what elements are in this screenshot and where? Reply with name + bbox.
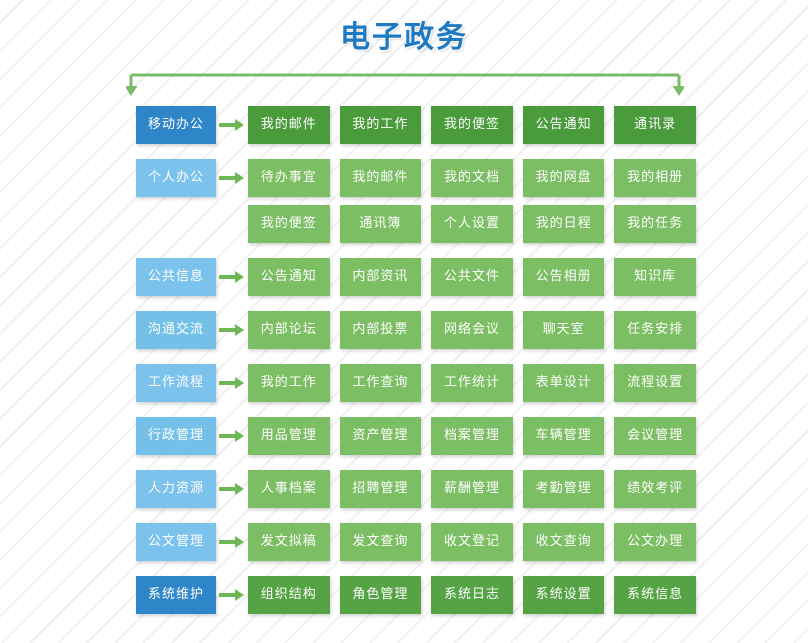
- module-diagram: 移动办公我的邮件我的工作我的便签公告通知通讯录个人办公待办事宜我的邮件我的文档我…: [136, 106, 696, 629]
- diagram-row: 公文管理发文拟稿发文查询收文登记收文查询公文办理: [136, 523, 696, 561]
- module-cell[interactable]: 内部资讯: [339, 258, 422, 296]
- module-cell[interactable]: 内部投票: [339, 311, 422, 349]
- module-group: 内部论坛内部投票网络会议聊天室任务安排: [248, 311, 696, 349]
- category-label-9[interactable]: 系统维护: [136, 576, 216, 614]
- module-cell[interactable]: 系统设置: [522, 576, 605, 614]
- module-cell[interactable]: 公告通知: [522, 106, 605, 144]
- module-cell[interactable]: 绩效考评: [614, 470, 696, 508]
- module-cell[interactable]: 角色管理: [339, 576, 422, 614]
- diagram-row: 人力资源人事档案招聘管理薪酬管理考勤管理绩效考评: [136, 470, 696, 508]
- module-group: 我的便签通讯簿个人设置我的日程我的任务: [248, 205, 696, 243]
- module-cell[interactable]: 通讯录: [614, 106, 696, 144]
- module-cell[interactable]: 我的工作: [248, 364, 330, 402]
- category-label-6[interactable]: 行政管理: [136, 417, 216, 455]
- diagram-row: 行政管理用品管理资产管理档案管理车辆管理会议管理: [136, 417, 696, 455]
- module-group: 待办事宜我的邮件我的文档我的网盘我的相册: [248, 159, 696, 197]
- module-cell[interactable]: 知识库: [614, 258, 696, 296]
- category-placeholder: [136, 205, 216, 243]
- module-cell[interactable]: 系统信息: [614, 576, 696, 614]
- module-cell[interactable]: 人事档案: [248, 470, 330, 508]
- diagram-row: 沟通交流内部论坛内部投票网络会议聊天室任务安排: [136, 311, 696, 349]
- module-cell[interactable]: 我的工作: [339, 106, 422, 144]
- module-cell[interactable]: 会议管理: [614, 417, 696, 455]
- module-cell[interactable]: 公告相册: [522, 258, 605, 296]
- arrow-right-icon: [216, 106, 248, 144]
- arrow-right-icon: [216, 311, 248, 349]
- arrow-right-icon: [216, 523, 248, 561]
- module-cell[interactable]: 用品管理: [248, 417, 330, 455]
- module-cell[interactable]: 考勤管理: [522, 470, 605, 508]
- module-cell[interactable]: 公告通知: [248, 258, 330, 296]
- module-cell[interactable]: 我的便签: [431, 106, 513, 144]
- category-label-3[interactable]: 公共信息: [136, 258, 216, 296]
- module-group: 人事档案招聘管理薪酬管理考勤管理绩效考评: [248, 470, 696, 508]
- module-cell[interactable]: 招聘管理: [339, 470, 422, 508]
- diagram-row: 个人办公待办事宜我的邮件我的文档我的网盘我的相册: [136, 159, 696, 197]
- diagram-row: 公共信息公告通知内部资讯公共文件公告相册知识库: [136, 258, 696, 296]
- page-title: 电子政务: [340, 20, 468, 55]
- module-cell[interactable]: 网络会议: [431, 311, 513, 349]
- module-group: 发文拟稿发文查询收文登记收文查询公文办理: [248, 523, 696, 561]
- module-group: 公告通知内部资讯公共文件公告相册知识库: [248, 258, 696, 296]
- module-cell[interactable]: 任务安排: [614, 311, 696, 349]
- module-group: 我的邮件我的工作我的便签公告通知通讯录: [248, 106, 696, 144]
- diagram-row: 我的便签通讯簿个人设置我的日程我的任务: [136, 205, 696, 243]
- diagram-row: 工作流程我的工作工作查询工作统计表单设计流程设置: [136, 364, 696, 402]
- module-cell[interactable]: 车辆管理: [522, 417, 605, 455]
- module-cell[interactable]: 待办事宜: [248, 159, 330, 197]
- module-cell[interactable]: 我的邮件: [339, 159, 422, 197]
- module-cell[interactable]: 薪酬管理: [431, 470, 513, 508]
- module-group: 我的工作工作查询工作统计表单设计流程设置: [248, 364, 696, 402]
- category-label-7[interactable]: 人力资源: [136, 470, 216, 508]
- module-cell[interactable]: 我的日程: [522, 205, 605, 243]
- category-label-4[interactable]: 沟通交流: [136, 311, 216, 349]
- module-cell[interactable]: 系统日志: [431, 576, 513, 614]
- arrow-right-icon: [216, 576, 248, 614]
- module-cell[interactable]: 我的网盘: [522, 159, 605, 197]
- category-label-5[interactable]: 工作流程: [136, 364, 216, 402]
- module-cell[interactable]: 个人设置: [431, 205, 513, 243]
- module-cell[interactable]: 我的便签: [248, 205, 330, 243]
- module-cell[interactable]: 工作查询: [339, 364, 422, 402]
- module-cell[interactable]: 内部论坛: [248, 311, 330, 349]
- module-cell[interactable]: 我的文档: [431, 159, 513, 197]
- module-cell[interactable]: 公共文件: [431, 258, 513, 296]
- module-cell[interactable]: 收文登记: [431, 523, 513, 561]
- module-cell[interactable]: 公文办理: [614, 523, 696, 561]
- module-cell[interactable]: 发文拟稿: [248, 523, 330, 561]
- arrow-right-icon: [216, 205, 248, 243]
- module-cell[interactable]: 表单设计: [522, 364, 605, 402]
- arrow-right-icon: [216, 258, 248, 296]
- top-bracket-arrow-icon: [126, 73, 684, 96]
- arrow-right-icon: [216, 417, 248, 455]
- category-label-8[interactable]: 公文管理: [136, 523, 216, 561]
- module-cell[interactable]: 资产管理: [339, 417, 422, 455]
- module-cell[interactable]: 我的任务: [614, 205, 696, 243]
- module-cell[interactable]: 聊天室: [522, 311, 605, 349]
- module-cell[interactable]: 流程设置: [614, 364, 696, 402]
- module-group: 用品管理资产管理档案管理车辆管理会议管理: [248, 417, 696, 455]
- arrow-right-icon: [216, 159, 248, 197]
- arrow-right-icon: [216, 470, 248, 508]
- module-cell[interactable]: 工作统计: [431, 364, 513, 402]
- diagram-row: 系统维护组织结构角色管理系统日志系统设置系统信息: [136, 576, 696, 614]
- module-cell[interactable]: 收文查询: [522, 523, 605, 561]
- module-cell[interactable]: 我的邮件: [248, 106, 330, 144]
- module-cell[interactable]: 我的相册: [614, 159, 696, 197]
- module-group: 组织结构角色管理系统日志系统设置系统信息: [248, 576, 696, 614]
- diagram-row: 移动办公我的邮件我的工作我的便签公告通知通讯录: [136, 106, 696, 144]
- category-label-1[interactable]: 个人办公: [136, 159, 216, 197]
- module-cell[interactable]: 发文查询: [339, 523, 422, 561]
- category-label-0[interactable]: 移动办公: [136, 106, 216, 144]
- arrow-right-icon: [216, 364, 248, 402]
- module-cell[interactable]: 档案管理: [431, 417, 513, 455]
- module-cell[interactable]: 组织结构: [248, 576, 330, 614]
- module-cell[interactable]: 通讯簿: [339, 205, 422, 243]
